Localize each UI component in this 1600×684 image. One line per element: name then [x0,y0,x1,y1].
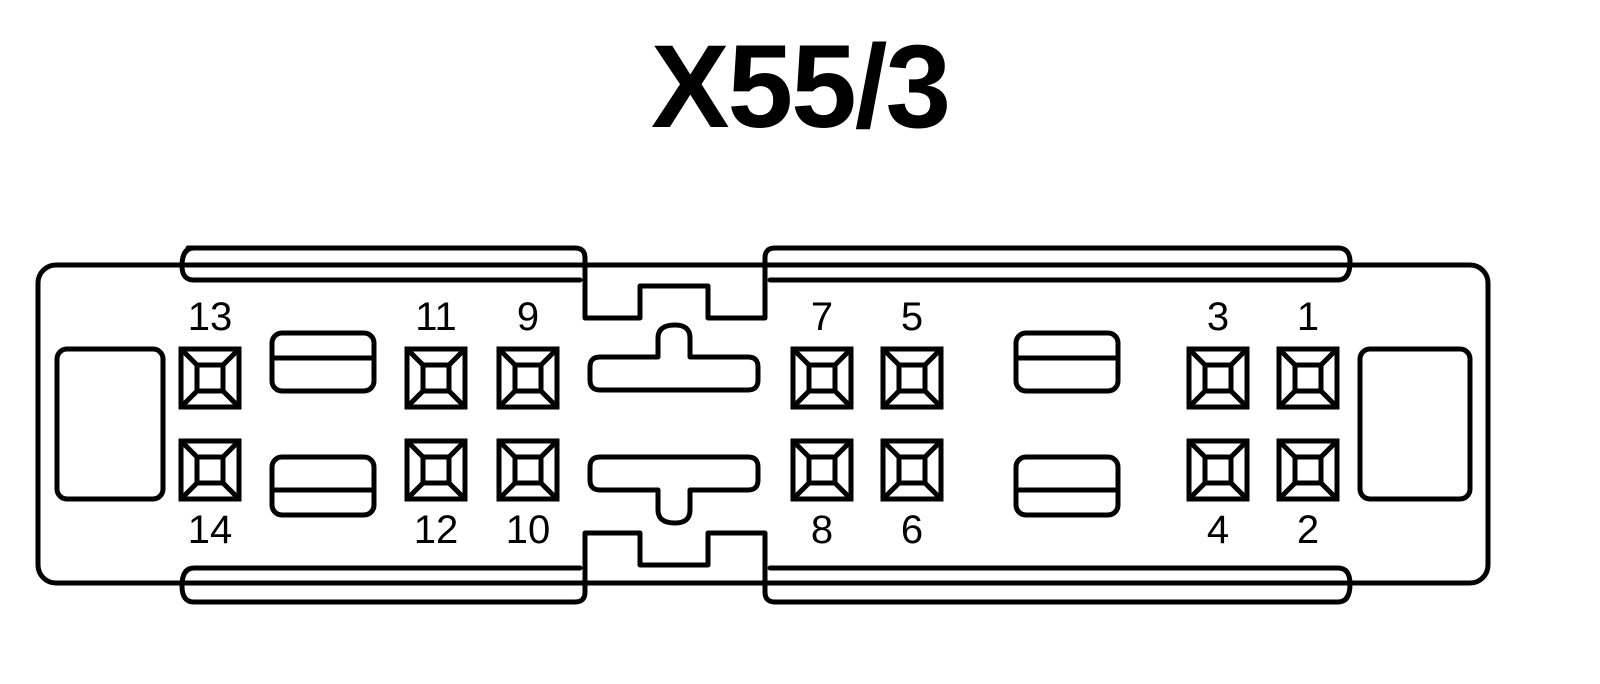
pin-1-cavity [1276,346,1340,410]
pin-7-label: 7 [811,295,833,339]
pin-6-cavity [880,438,944,502]
pin-7-cavity [790,346,854,410]
pin-cavities [178,346,1340,502]
pin-6-label: 6 [901,508,923,552]
pin-11-cavity [404,346,468,410]
pin-5-cavity [880,346,944,410]
pin-2-cavity [1276,438,1340,502]
pin-10-cavity [496,438,560,502]
pin-10-label: 10 [506,508,551,552]
pin-13-cavity [178,346,242,410]
key-slot-3 [1013,330,1121,394]
pin-12-label: 12 [414,508,459,552]
key-slot-1 [269,330,377,394]
center-key-top [587,322,761,393]
pin-14-cavity [178,438,242,502]
pin-8-label: 8 [811,508,833,552]
center-key-bottom [587,454,761,526]
pin-12-cavity [404,438,468,502]
pin-4-cavity [1186,438,1250,502]
pin-9-label: 9 [517,295,539,339]
pin-labels: 13 11 9 7 5 3 1 14 12 10 8 6 4 2 [188,295,1319,552]
pin-2-label: 2 [1297,508,1319,552]
key-slot-4 [1013,454,1121,518]
pin-5-label: 5 [901,295,923,339]
top-left-rail [179,245,1353,321]
pin-3-label: 3 [1207,295,1229,339]
right-latch [1357,346,1473,502]
pin-9-cavity [496,346,560,410]
pin-3-cavity [1186,346,1250,410]
key-slot-2 [269,454,377,518]
pin-11-label: 11 [415,295,457,339]
pin-14-label: 14 [188,508,233,552]
pin-1-label: 1 [1297,295,1319,339]
connector-title: X55/3 [650,21,951,153]
pin-8-cavity [790,438,854,502]
bottom-rail [179,530,1353,605]
pin-4-label: 4 [1207,508,1229,552]
left-latch [54,346,166,502]
pin-13-label: 13 [188,295,233,339]
